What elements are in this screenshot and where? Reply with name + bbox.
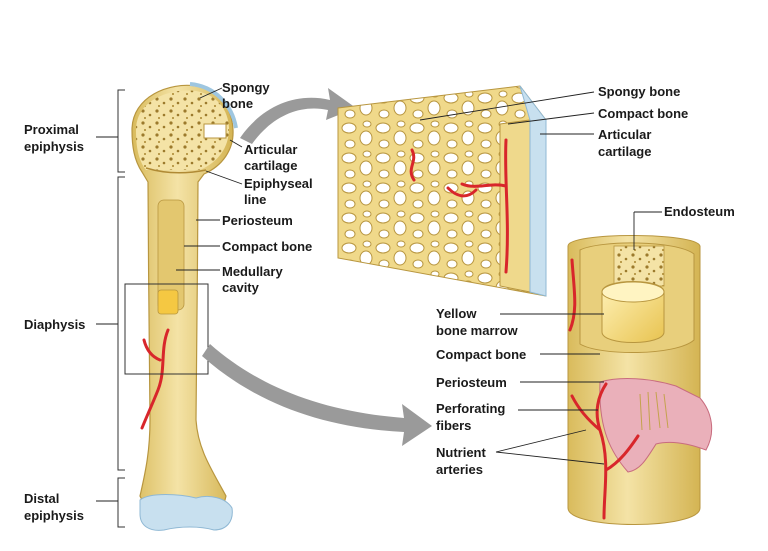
nutrient-arteries-detail xyxy=(568,258,640,520)
label-epiphyseal-line: Epiphyseal line xyxy=(244,176,316,207)
label-proximal-epiphysis: Proximal epiphysis xyxy=(24,122,84,154)
endosteum-wall xyxy=(613,245,665,287)
label-periosteum-left: Periosteum xyxy=(222,213,293,228)
proximal-spongy-region xyxy=(136,90,229,170)
distal-cartilage xyxy=(139,494,233,531)
spongy-bone-detail xyxy=(337,85,547,297)
label-yellow-bone-marrow: Yellow bone marrow xyxy=(436,306,519,338)
label-medullary-cavity: Medullary cavity xyxy=(222,264,286,295)
label-spongy-bone-right: Spongy bone xyxy=(598,84,680,99)
label-nutrient-arteries: Nutrient arteries xyxy=(436,445,489,477)
label-compact-bone-left: Compact bone xyxy=(222,239,312,254)
label-articular-cartilage-right: Articular cartilage xyxy=(598,127,655,159)
articular-notch xyxy=(203,123,227,139)
label-spongy-bone-left: Spongy bone xyxy=(222,80,273,111)
diaphysis-detail-box xyxy=(124,283,209,375)
proximal-epiphysis-bracket xyxy=(117,89,125,173)
label-distal-epiphysis: Distal epiphysis xyxy=(24,491,84,523)
label-articular-cartilage-left: Articular cartilage xyxy=(244,142,301,173)
perforating-fibers-detail xyxy=(639,391,669,431)
distal-epiphysis-bracket xyxy=(117,477,125,528)
label-compact-bone-right: Compact bone xyxy=(598,106,688,121)
labels: Spongy bone Articular cartilage Epiphyse… xyxy=(24,80,735,523)
diaphysis-bracket xyxy=(117,176,125,471)
label-periosteum-shaft: Periosteum xyxy=(436,375,507,390)
nutrient-artery-left xyxy=(140,328,170,430)
marrow-plug xyxy=(157,289,179,315)
arrow-to-spongy-detail xyxy=(240,88,356,144)
blood-vessel-detail xyxy=(409,138,509,274)
label-compact-bone-shaft: Compact bone xyxy=(436,347,526,362)
leader-lines xyxy=(176,87,662,465)
epiphyseal-line xyxy=(145,167,207,174)
label-perforating-fibers: Perforating fibers xyxy=(436,401,509,433)
shaft-detail xyxy=(567,235,713,525)
label-diaphysis: Diaphysis xyxy=(24,317,85,332)
articular-cartilage-detail xyxy=(519,85,547,297)
articular-cartilage-proximal xyxy=(189,82,238,129)
long-bone xyxy=(131,82,238,531)
label-endosteum: Endosteum xyxy=(664,204,735,219)
arrow-to-shaft-detail xyxy=(202,344,432,446)
